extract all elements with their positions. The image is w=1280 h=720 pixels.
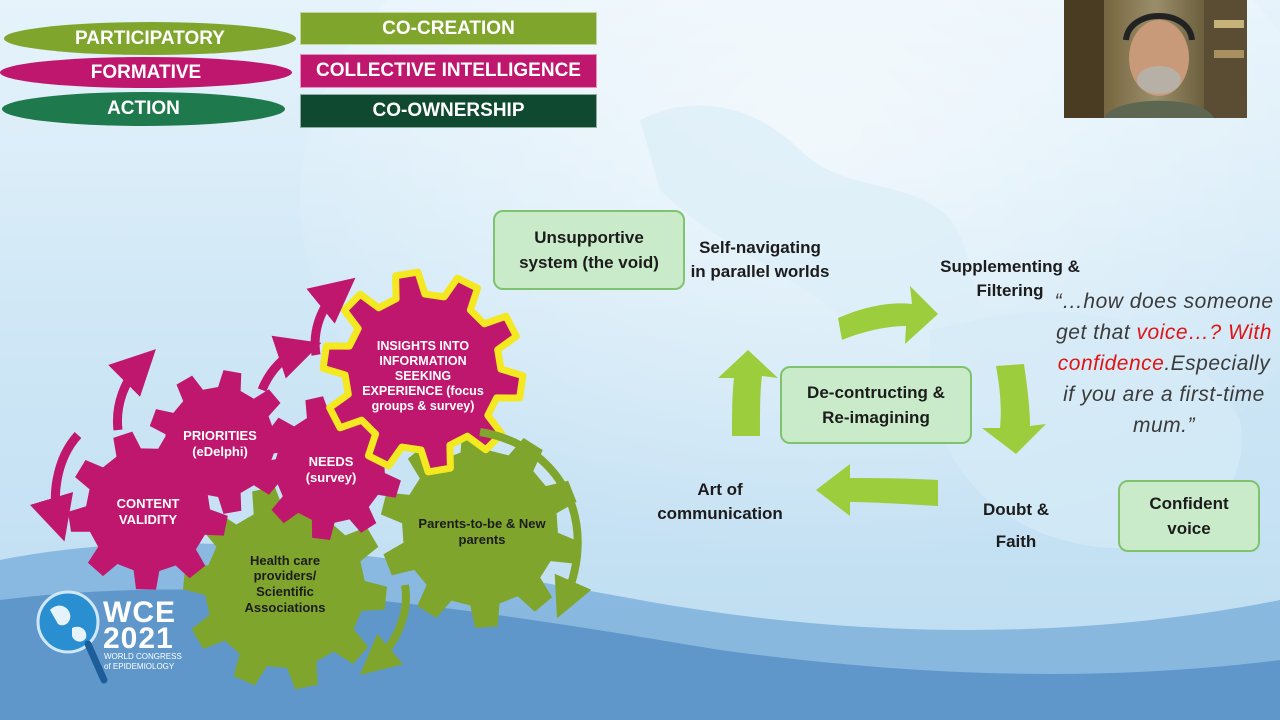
doubt-faith-label: Doubt & Faith: [982, 500, 1050, 552]
arrow-right-top: [838, 286, 938, 344]
gear-insights: [319, 268, 527, 476]
arrow-parents: [479, 428, 592, 619]
participatory-label: PARTICIPATORY: [4, 22, 296, 55]
arrow-insights: [306, 277, 356, 356]
quote-text: “…how does someone get that voice…? With…: [1052, 286, 1276, 441]
arrow-priorities: [108, 349, 156, 431]
gears-diagram: [29, 268, 592, 690]
art-of-communication-label: Art of communication: [657, 480, 783, 523]
gear-health-care: [183, 486, 387, 690]
wce-logo-year: 2021: [103, 622, 174, 655]
wce-globe-icon: [36, 590, 108, 684]
quote-highlight: voice…? With confidence: [1057, 321, 1272, 376]
gear-priorities: [149, 370, 292, 514]
arrow-content-validity: [29, 431, 82, 542]
priorities-text: PRIORITIES (eDelphi): [183, 428, 257, 459]
insights-text: INSIGHTS INTO INFORMATION SEEKING EXPERI…: [362, 338, 484, 413]
wce-logo-text: WCE: [103, 596, 176, 629]
content-validity-text: CONTENT VALIDITY: [116, 496, 180, 527]
collective-intelligence-label: COLLECTIVE INTELLIGENCE: [300, 54, 597, 88]
presenter-video-icon: [1064, 0, 1247, 118]
health-care-text: Health care providers/ Scientific Associ…: [244, 552, 326, 615]
arrow-left-bottom: [816, 464, 938, 516]
self-navigating-label: Self-navigating in parallel worlds: [690, 238, 830, 281]
gear-parents: [380, 428, 580, 628]
co-creation-label: CO-CREATION: [300, 12, 597, 45]
wce-logo-line1: WORLD CONGRESS: [104, 652, 182, 661]
needs-text: NEEDS (survey): [305, 454, 357, 485]
confident-voice-box: Confident voice: [1118, 480, 1260, 552]
supplementing-label: Supplementing & Filtering: [940, 257, 1080, 300]
deconstructing-box: De-contructing & Re-imagining: [780, 366, 972, 444]
arrow-needs: [257, 335, 322, 392]
arrow-up-left: [718, 350, 778, 436]
co-ownership-label: CO-OWNERSHIP: [300, 94, 597, 128]
action-label: ACTION: [2, 92, 285, 126]
quote-part1: “…how does someone get that: [1054, 290, 1274, 345]
wce-logo-line2: of EPIDEMIOLOGY: [104, 662, 175, 671]
arrow-down-right: [982, 364, 1046, 454]
unsupportive-system-box: Unsupportive system (the void): [493, 210, 685, 290]
quote-part3: .Especially if you are a first-time mum.…: [1063, 352, 1271, 438]
webcam-video: [1064, 0, 1247, 118]
parents-text: Parents-to-be & New parents: [418, 516, 546, 547]
arrow-health-care: [359, 584, 410, 675]
gear-needs: [258, 396, 401, 540]
formative-label: FORMATIVE: [0, 57, 292, 88]
